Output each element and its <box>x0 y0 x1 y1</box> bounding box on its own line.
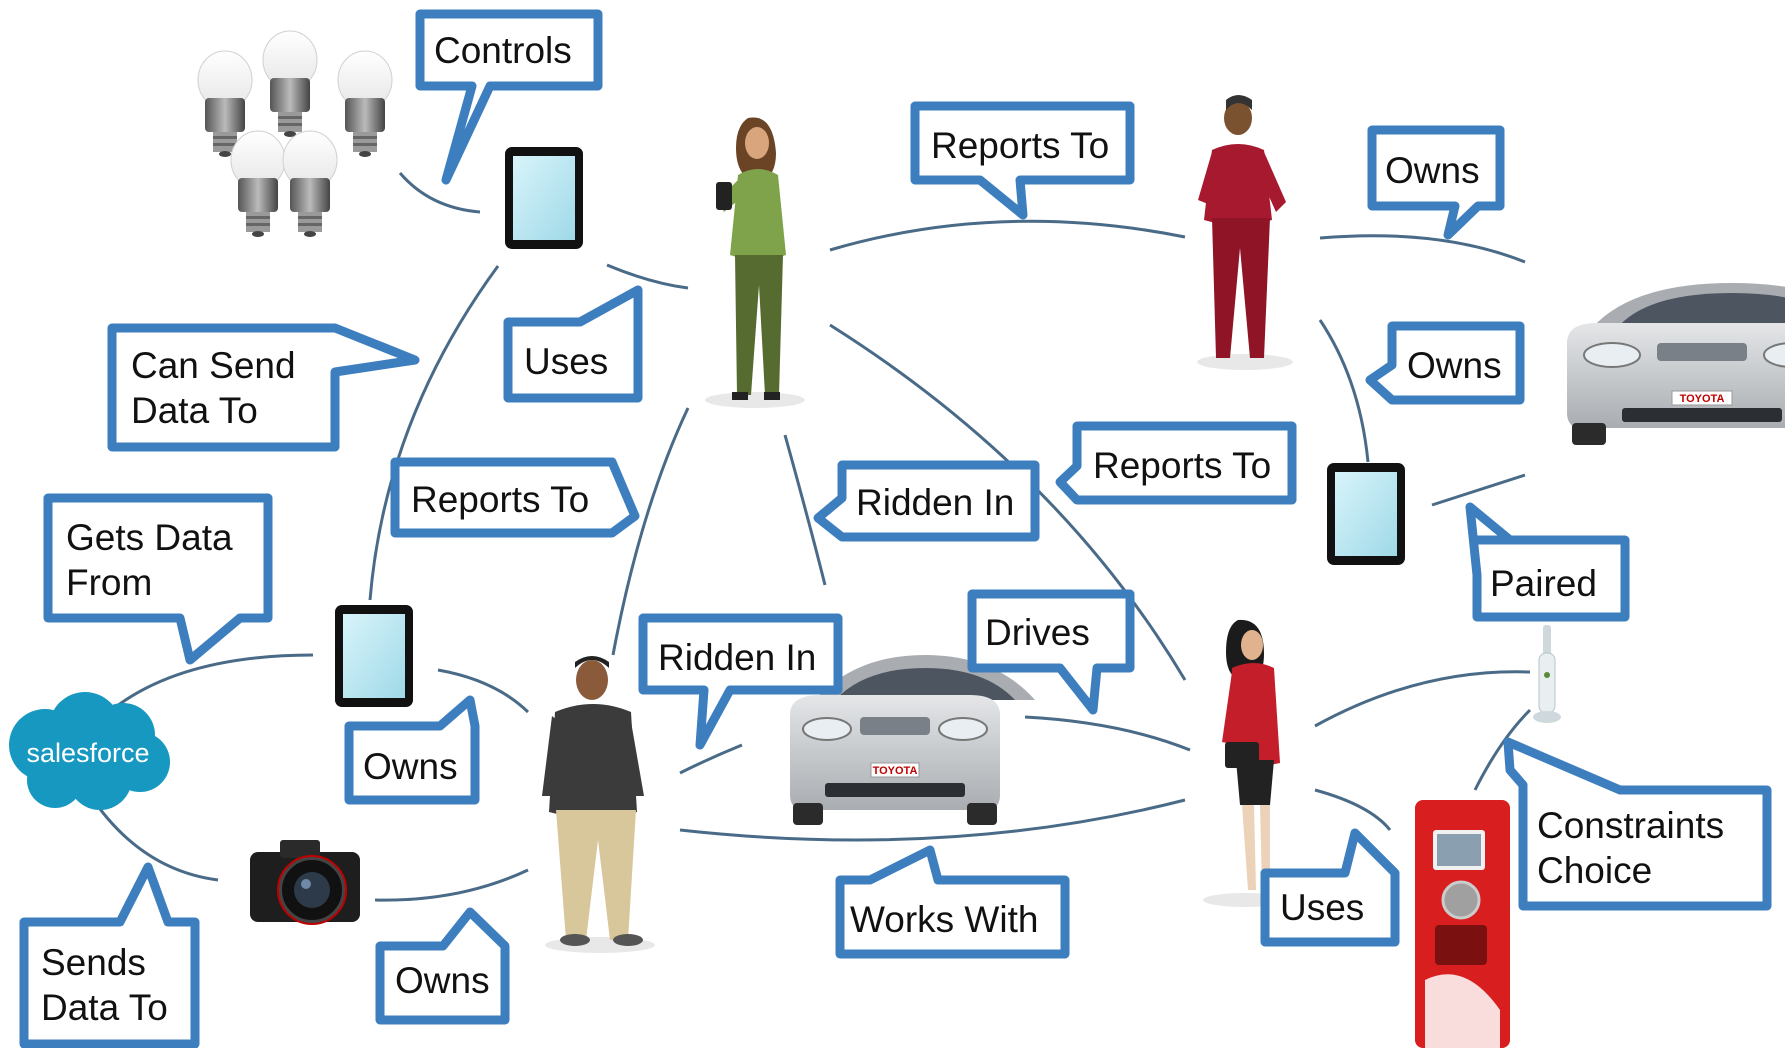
light-bulbs <box>197 30 393 238</box>
callout-labels: Controls Uses Can Send Data To Gets Data… <box>41 30 1724 1028</box>
callout-gets-data <box>43 493 273 665</box>
boss-woman-figure <box>1197 95 1293 370</box>
label-reports-to-top: Reports To <box>931 125 1109 166</box>
silver-car-icon: TOYOTA <box>1567 283 1785 445</box>
line-vending-toothbrush <box>1473 708 1532 791</box>
label-owns-top-right: Owns <box>1385 150 1480 191</box>
callout-ridden-in-center <box>813 460 1040 542</box>
tablet-icon <box>1327 463 1405 565</box>
label-owns-camera: Owns <box>395 960 490 1001</box>
line-tablet-man <box>437 668 530 714</box>
label-can-send-line1: Can Send <box>131 345 296 386</box>
car-badge: TOYOTA <box>873 765 918 777</box>
callout-works-with <box>835 845 1070 959</box>
callout-controls <box>415 9 603 185</box>
vending-machine-icon <box>1415 800 1510 1048</box>
line-man-businesswoman <box>679 798 1186 842</box>
label-ridden-in-center: Ridden In <box>856 482 1014 523</box>
salesforce-logo: salesforce <box>9 692 170 810</box>
callout-sends <box>19 862 200 1048</box>
line-woman-man <box>611 407 690 656</box>
line-woman-car <box>783 434 827 586</box>
label-constraints-line2: Choice <box>1537 850 1652 891</box>
label-sends-line1: Sends <box>41 942 146 983</box>
line-camera-man <box>374 868 529 902</box>
line-car-businesswoman <box>1024 715 1191 752</box>
callout-uses-phone <box>503 285 643 403</box>
line-boss-car <box>1319 234 1526 264</box>
callouts <box>19 9 1772 1048</box>
car-badge: TOYOTA <box>1680 393 1725 405</box>
callout-reports-to-mid <box>1055 421 1297 505</box>
toothbrush-icon <box>1533 625 1561 723</box>
callout-drives <box>967 589 1135 715</box>
label-owns-tablet: Owns <box>363 746 458 787</box>
callout-owns-mid-right <box>1365 321 1525 405</box>
businesswoman-figure <box>1203 619 1287 907</box>
woman-green-figure <box>705 117 805 408</box>
tablet-icon <box>505 147 583 249</box>
callout-can-send <box>107 323 420 452</box>
man-figure <box>542 656 655 953</box>
line-tablet-salesforce-tablet <box>368 265 500 601</box>
callout-reports-to-left <box>390 457 640 538</box>
line-man-car <box>679 743 743 775</box>
line-businesswoman-vending <box>1314 788 1392 831</box>
callout-paired <box>1465 502 1630 622</box>
line-boss-tablet <box>1318 319 1370 463</box>
label-uses-phone: Uses <box>524 341 608 382</box>
line-salesforce-camera <box>88 794 219 882</box>
label-works-with: Works With <box>850 899 1038 940</box>
callout-reports-to-top <box>910 101 1135 220</box>
connector-lines <box>88 172 1532 902</box>
label-gets-data-line2: From <box>66 562 152 603</box>
label-can-send-line2: Data To <box>131 390 258 431</box>
line-tablet-car <box>1431 473 1526 507</box>
label-ridden-in-car: Ridden In <box>658 637 816 678</box>
callout-uses-vending <box>1260 828 1400 947</box>
line-woman-boss <box>829 219 1186 252</box>
label-controls: Controls <box>434 30 572 71</box>
label-constraints-line1: Constraints <box>1537 805 1724 846</box>
tablet-icon <box>335 605 413 707</box>
callout-owns-top-right <box>1367 125 1505 240</box>
label-reports-to-left: Reports To <box>411 479 589 520</box>
salesforce-wordmark: salesforce <box>26 738 149 768</box>
label-owns-mid-right: Owns <box>1407 345 1502 386</box>
camera-icon <box>250 840 360 925</box>
line-businesswoman-toothbrush <box>1314 670 1531 728</box>
label-drives: Drives <box>985 612 1090 653</box>
callout-constraints <box>1503 737 1772 911</box>
label-sends-line2: Data To <box>41 987 168 1028</box>
callout-ridden-in-car <box>638 613 843 750</box>
callout-owns-camera <box>375 907 510 1025</box>
label-gets-data-line1: Gets Data <box>66 517 233 558</box>
label-uses-vending: Uses <box>1280 887 1364 928</box>
callout-owns-tablet <box>344 695 480 805</box>
line-bulbs-tablet <box>398 172 481 214</box>
label-reports-to-mid: Reports To <box>1093 445 1271 486</box>
label-paired: Paired <box>1490 563 1597 604</box>
line-tablet-woman <box>606 263 689 290</box>
